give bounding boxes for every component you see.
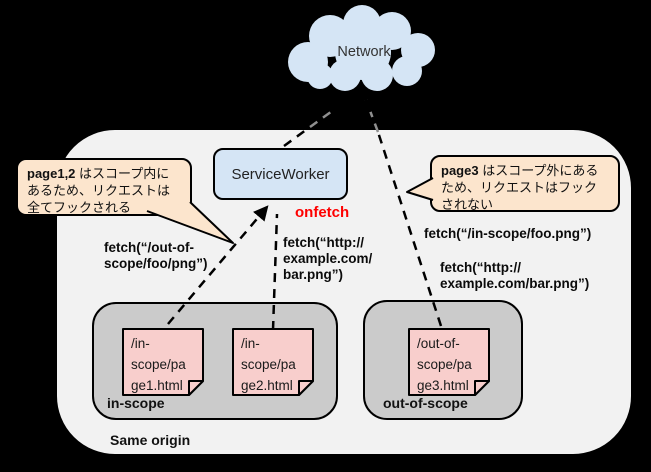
note-page3: /out-of- scope/pa ge3.html [408, 328, 490, 396]
in-scope-label: in-scope [107, 395, 165, 411]
callout-page1-2-text: はスコープ内に あるため、リクエストは 全てフックされる [27, 166, 171, 215]
service-worker-label: ServiceWorker [231, 165, 330, 183]
out-of-scope-label: out-of-scope [383, 395, 468, 411]
callout-page3-text: はスコープ外にある ため、リクエストはフック されない [441, 163, 599, 212]
note-page2: /in- scope/pa ge2.html [232, 328, 314, 396]
callout-page3: page3 はスコープ外にある ため、リクエストはフック されない [430, 155, 620, 212]
note-shape-icon [122, 328, 204, 396]
network-label: Network [337, 44, 391, 60]
note-shape-icon [232, 328, 314, 396]
note-page2-text: /in- scope/pa ge2.html [241, 336, 296, 393]
network-cloud: Network [287, 4, 436, 92]
note-page1: /in- scope/pa ge1.html [122, 328, 204, 396]
fetch-label-in-scope: fetch(“/in-scope/foo.png”) [424, 226, 592, 241]
note-page1-text: /in- scope/pa ge1.html [131, 336, 186, 393]
same-origin-label: Same origin [110, 432, 191, 448]
fetch-label-cross-origin-left: fetch(“http:// example.com/ bar.png”) [283, 235, 373, 282]
note-page3-text: /out-of- scope/pa ge3.html [417, 336, 472, 393]
callout-page1-2: page1,2 はスコープ内に あるため、リクエストは 全てフックされる [16, 158, 192, 216]
fetch-label-cross-origin-right: fetch(“http:// example.com/bar.png”) [440, 260, 590, 291]
callout-page1-2-bold: page1,2 [27, 166, 76, 181]
service-worker-box: ServiceWorker [213, 148, 348, 200]
arrow-sw-to-network-upper [309, 99, 348, 129]
onfetch-label: onfetch [295, 204, 350, 221]
fetch-label-out-of-scope: fetch(“/out-of- scope/foo/png”) [104, 240, 208, 271]
note-shape-icon [408, 328, 490, 396]
callout-page3-bold: page3 [441, 163, 479, 178]
